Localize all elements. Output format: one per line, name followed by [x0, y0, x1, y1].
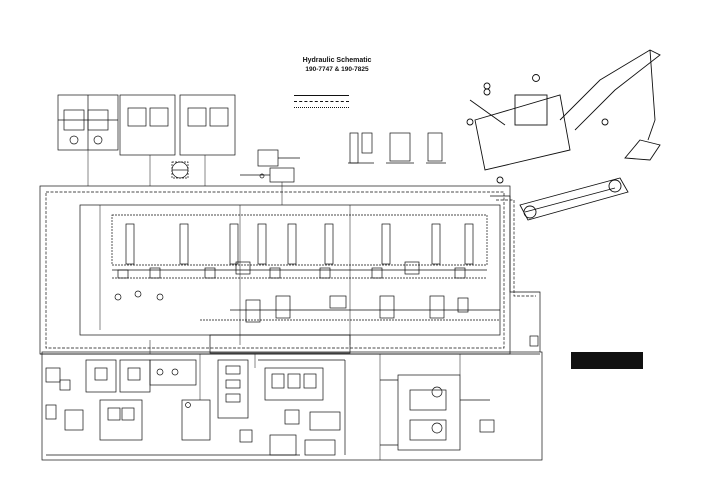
travel-motor-group	[258, 359, 346, 456]
check-valves-row	[114, 261, 466, 301]
schematic-title: Hydraulic Schematic	[302, 57, 372, 64]
title-block: Hydraulic Schematic 190-7747 & 190-7825	[282, 56, 392, 76]
control-valve-bank	[111, 214, 488, 279]
hydraulic-lines	[87, 150, 461, 460]
main-pump-lower-right	[380, 335, 539, 451]
key-table-row	[572, 355, 642, 356]
component-key-table	[571, 352, 643, 369]
key-table-row	[572, 361, 642, 362]
model-numbers: 190-7747 & 190-7825	[305, 66, 369, 73]
pilot-valve-group	[240, 149, 300, 183]
key-table-row	[572, 367, 642, 368]
line-legend	[294, 92, 382, 110]
pilot-controls-lower-left	[45, 359, 300, 456]
legend-solid-line	[294, 94, 349, 96]
key-table-row	[572, 358, 642, 359]
main-pump-group	[57, 94, 236, 179]
key-table-row	[572, 365, 642, 366]
legend-row-dashed	[294, 98, 382, 104]
circuit-boundaries	[39, 185, 543, 461]
legend-dotted-line	[294, 106, 349, 108]
key-table-row	[572, 366, 642, 367]
key-table-title	[572, 353, 642, 354]
excavator-illustration	[466, 49, 661, 221]
key-table-row	[572, 364, 642, 365]
key-table-row	[572, 356, 642, 357]
key-table-row	[572, 360, 642, 361]
key-table-row	[572, 362, 642, 363]
cylinder-symbols	[348, 132, 446, 164]
legend-row-dotted	[294, 104, 382, 110]
key-table-row	[572, 354, 642, 355]
legend-dashed-line	[294, 100, 349, 102]
key-table-row	[572, 357, 642, 358]
key-table-row	[572, 359, 642, 360]
key-table-row	[572, 363, 642, 364]
legend-row-solid	[294, 92, 382, 98]
